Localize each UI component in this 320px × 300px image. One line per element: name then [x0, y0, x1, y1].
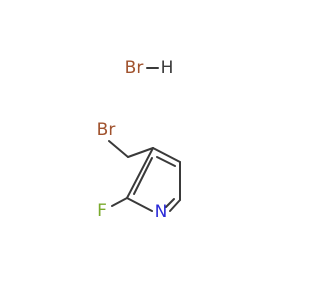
ring-bond-c2-c3 — [126, 147, 154, 199]
br-ch2-bond — [108, 140, 129, 158]
hbr-bromine-label: Br — [125, 58, 144, 78]
bromomethyl-bromine-label: Br — [97, 120, 116, 140]
c2-f-bond — [111, 197, 128, 207]
ring-bond-n-c2 — [126, 197, 153, 212]
ring-bond-c3-c4 — [152, 147, 181, 163]
hbr-hydrogen-label: H — [161, 58, 174, 78]
ring-double-bond-c2-c3 — [133, 157, 153, 195]
ring-double-bond-c5-c6 — [165, 198, 175, 208]
ring-bond-c5-c6 — [169, 199, 181, 212]
fluorine-label: F — [97, 201, 107, 221]
nitrogen-label: N — [155, 202, 168, 222]
ch2-ring-bond — [127, 147, 154, 158]
ring-double-bond-c3-c4 — [156, 156, 176, 167]
molecule-diagram: Br H Br F N — [97, 58, 181, 222]
